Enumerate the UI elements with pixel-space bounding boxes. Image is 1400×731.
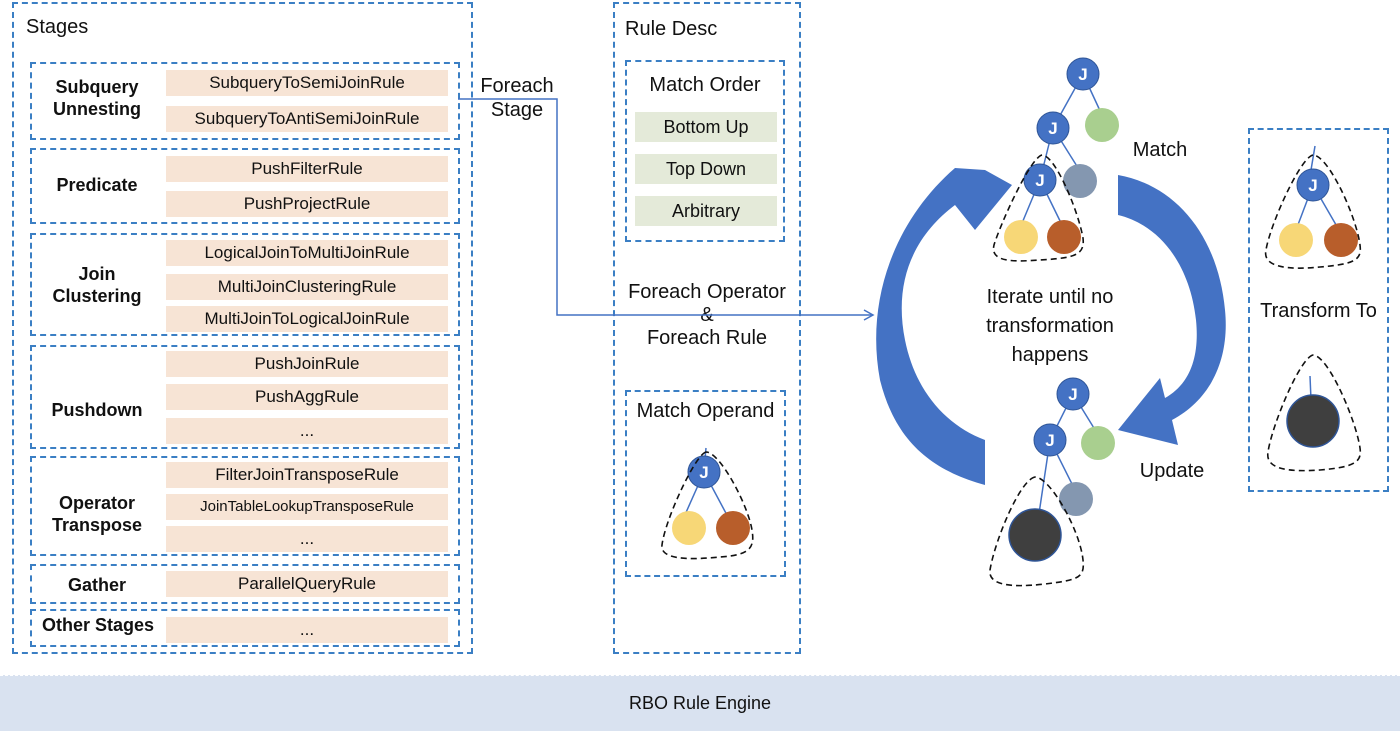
tree-edge — [1072, 393, 1098, 434]
match-operand-box: Match Operand — [625, 390, 786, 577]
rbo-rule-engine-bar: RBO Rule Engine — [0, 675, 1400, 731]
match-label: Match — [1132, 139, 1188, 161]
rule-chip[interactable]: SubqueryToSemiJoinRule — [166, 70, 448, 96]
yellow-leaf-node-icon — [1004, 220, 1038, 254]
iterate-text: Iterate until no transformation happens — [940, 283, 1160, 370]
tree-edge — [1052, 73, 1084, 129]
green-leaf-node-icon — [1081, 426, 1115, 460]
tree-edge — [1039, 179, 1064, 228]
stage-label: Predicate — [56, 175, 138, 195]
match-pattern-outline — [992, 154, 1084, 262]
tree-edge — [1082, 73, 1103, 116]
orange-leaf-node-icon — [1047, 220, 1081, 254]
stage-label: Gather — [67, 575, 127, 595]
rule-chip[interactable]: FilterJoinTransposeRule — [166, 462, 448, 488]
match-order-option-arbitrary[interactable]: Arbitrary — [635, 196, 777, 226]
join-node-label: J — [1045, 431, 1054, 450]
rule-chip[interactable]: ParallelQueryRule — [166, 571, 448, 597]
tree-edge — [1049, 393, 1074, 441]
stage-label-line: Transpose — [51, 515, 143, 535]
tree-edge — [1036, 439, 1051, 528]
stage-group-predicate[interactable]: Predicate PushFilterRule PushProjectRule — [30, 148, 460, 224]
stage-label-line: Subquery — [55, 77, 139, 97]
match-order-option-top-down[interactable]: Top Down — [635, 154, 777, 184]
label-line: Foreach Rule — [646, 327, 768, 349]
stage-group-gather[interactable]: Gather ParallelQueryRule — [30, 564, 460, 604]
join-node-icon — [1033, 423, 1067, 457]
green-leaf-node-icon — [1085, 108, 1119, 142]
rule-chip[interactable]: JoinTableLookupTransposeRule — [166, 494, 448, 520]
rule-chip[interactable]: ... — [166, 526, 448, 552]
label-line: Foreach — [480, 75, 554, 97]
tree-edge — [1019, 179, 1041, 229]
tree-edge — [1039, 127, 1054, 181]
match-pattern-outline — [989, 476, 1085, 587]
gray-leaf-node-icon — [1059, 482, 1093, 516]
stage-label-line: Operator — [58, 493, 136, 513]
rule-chip[interactable]: MultiJoinClusteringRule — [166, 274, 448, 300]
rule-chip[interactable]: MultiJoinToLogicalJoinRule — [166, 306, 448, 332]
label-line: Foreach Operator — [628, 281, 786, 303]
stage-group-other-stages[interactable]: Other Stages ... — [30, 609, 460, 647]
join-node-label: J — [1078, 65, 1087, 84]
rule-chip[interactable]: PushFilterRule — [166, 156, 448, 182]
rule-chip[interactable]: ... — [166, 617, 448, 643]
label-line: happens — [1011, 344, 1089, 366]
stage-group-operator-transpose[interactable]: Operator Transpose FilterJoinTransposeRu… — [30, 456, 460, 556]
stage-group-pushdown[interactable]: Pushdown PushJoinRule PushAggRule ... — [30, 345, 460, 449]
match-operand-title: Match Operand — [636, 400, 775, 422]
rule-chip[interactable]: PushProjectRule — [166, 191, 448, 217]
foreach-stage-label: Foreach Stage — [472, 74, 562, 122]
label-line: transformation — [986, 315, 1114, 337]
rule-desc-panel: Rule Desc — [613, 2, 801, 654]
rule-chip[interactable]: SubqueryToAntiSemiJoinRule — [166, 106, 448, 132]
stage-label-line: Unnesting — [53, 99, 141, 119]
match-order-title: Match Order — [649, 74, 761, 96]
rule-chip[interactable]: LogicalJoinToMultiJoinRule — [166, 240, 448, 266]
stages-title: Stages — [26, 16, 89, 38]
join-node-label: J — [1048, 119, 1057, 138]
stage-label: Other Stages — [41, 615, 155, 635]
transform-panel: Transform To — [1248, 128, 1389, 492]
stage-label: Pushdown — [51, 400, 143, 420]
update-label: Update — [1139, 460, 1205, 482]
label-line: & — [700, 304, 714, 326]
join-node-icon — [1036, 111, 1070, 145]
rule-chip[interactable]: ... — [166, 418, 448, 444]
join-node-icon — [1023, 163, 1057, 197]
foreach-operator-label: Foreach Operator & Foreach Rule — [610, 280, 804, 350]
stage-label: Join Clustering — [32, 263, 162, 307]
join-node-label: J — [1035, 171, 1044, 190]
gray-leaf-node-icon — [1063, 164, 1097, 198]
join-node-icon — [1056, 377, 1090, 411]
dark-leaf-node-icon — [1008, 508, 1062, 562]
rule-desc-title: Rule Desc — [625, 18, 718, 40]
label-line: Stage — [490, 99, 544, 121]
tree-edge — [1049, 439, 1076, 491]
rule-chip[interactable]: PushAggRule — [166, 384, 448, 410]
stage-label: Subquery Unnesting — [32, 76, 162, 120]
transform-to-label: Transform To — [1260, 300, 1377, 322]
match-order-option-bottom-up[interactable]: Bottom Up — [635, 112, 777, 142]
stage-label-line: Join — [78, 264, 116, 284]
stages-panel: Stages Subquery Unnesting SubqueryToSemi… — [12, 2, 473, 654]
match-order-box: Match Order Bottom Up Top Down Arbitrary — [625, 60, 785, 242]
stage-label-line: Clustering — [52, 286, 142, 306]
stage-group-subquery-unnesting[interactable]: Subquery Unnesting SubqueryToSemiJoinRul… — [30, 62, 460, 140]
label-line: Iterate until no — [986, 286, 1114, 308]
rule-chip[interactable]: PushJoinRule — [166, 351, 448, 377]
join-node-icon — [1066, 57, 1100, 91]
join-node-label: J — [1068, 385, 1077, 404]
stage-label: Operator Transpose — [32, 492, 162, 536]
stage-group-join-clustering[interactable]: Join Clustering LogicalJoinToMultiJoinRu… — [30, 233, 460, 336]
tree-edge — [1052, 127, 1081, 172]
